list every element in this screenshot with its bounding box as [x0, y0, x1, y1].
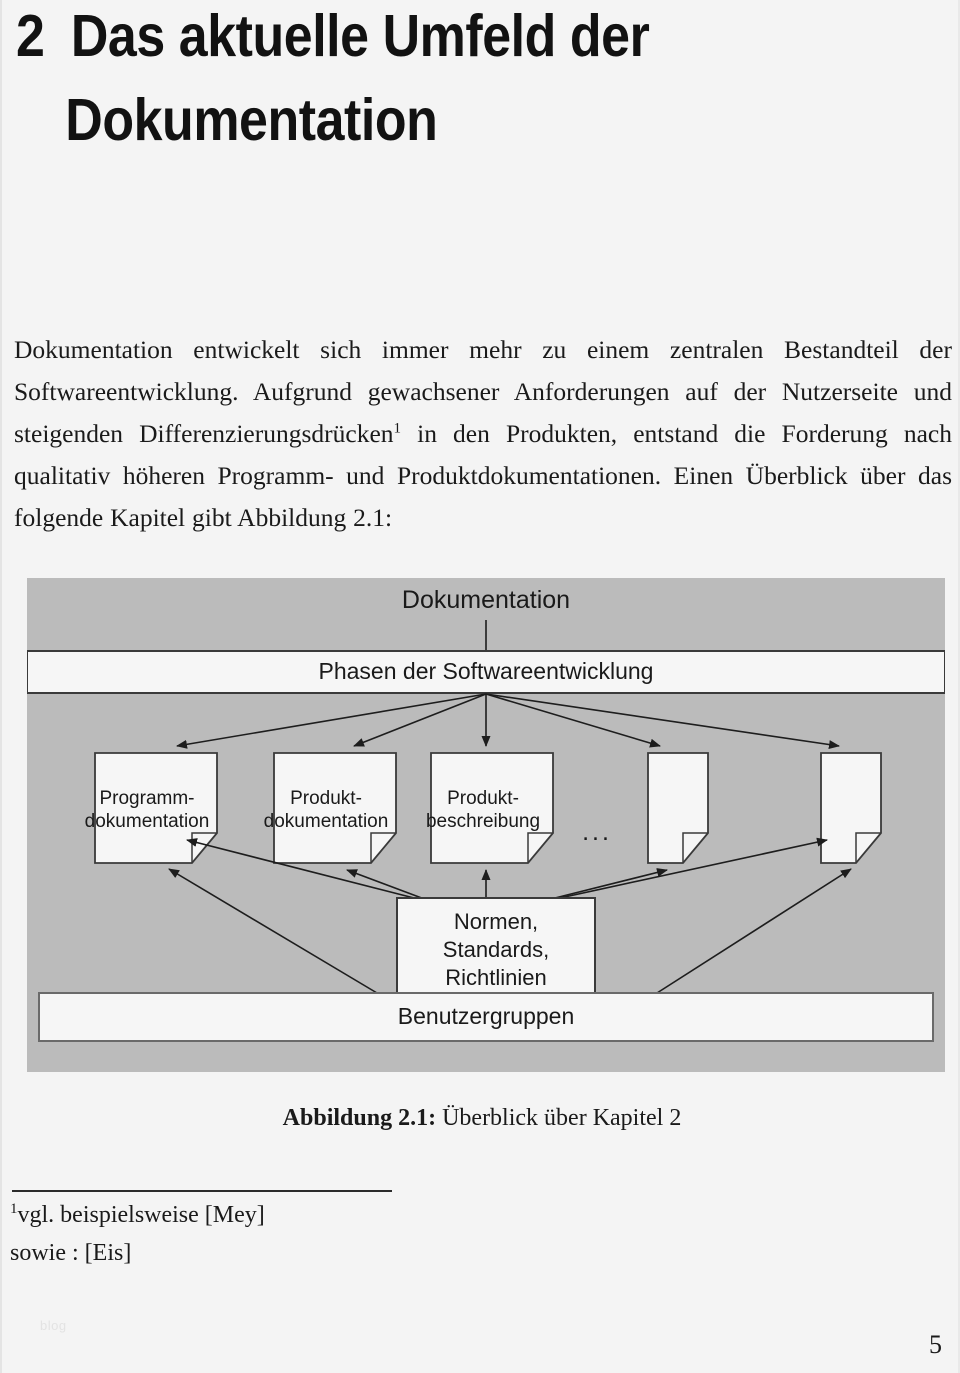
footnote-reference[interactable]: 1	[393, 420, 402, 436]
figure-title: Dokumentation	[402, 586, 570, 614]
footnote-line-2: sowie : [Eis]	[10, 1240, 132, 1266]
document-label-1-line2: dokumentation	[85, 811, 210, 832]
document-shape-2: Produkt- dokumentation	[264, 752, 397, 864]
arrow-usergroups-to-doc-1	[168, 868, 378, 994]
standards-box-line3: Richtlinien	[445, 965, 547, 990]
arrow-phases-to-doc-4	[485, 693, 661, 748]
arrow-standards-to-doc-4	[546, 868, 668, 901]
figure-caption: Abbildung 2.1: Überblick über Kapitel 2	[2, 1105, 958, 1132]
footnote: 1vgl. beispielsweise [Mey] sowie : [Eis]	[10, 1196, 570, 1272]
figure-caption-text: Überblick über Kapitel 2	[436, 1105, 682, 1131]
document-label-1-line1: Programm-	[99, 788, 194, 809]
document-label-3-line1: Produkt-	[447, 788, 519, 809]
figure-overview-chapter-2: Dokumentation Phasen der Softwareentwick…	[27, 578, 945, 1072]
body-paragraph: Dokumentation entwickelt sich immer mehr…	[14, 329, 952, 539]
document-label-2-line1: Produkt-	[290, 788, 362, 809]
arrow-standards-to-doc-1	[186, 838, 415, 899]
document-label-2-line2: dokumentation	[264, 811, 389, 832]
user-groups-label: Benutzergruppen	[398, 1003, 574, 1029]
standards-box-line1: Normen,	[454, 909, 538, 934]
arrow-usergroups-to-doc-5	[656, 868, 852, 994]
paragraph-part-1: Dokumentation entwickelt sich immer mehr…	[14, 334, 952, 448]
arrow-phases-to-doc-2	[353, 693, 487, 747]
footnote-text-1: vgl. beispielsweise [Mey]	[17, 1202, 265, 1228]
standards-box: Normen, Standards, Richtlinien	[396, 897, 596, 995]
chapter-number: 2	[16, 3, 45, 69]
document-shape-3: Produkt- beschreibung	[426, 752, 554, 864]
footnote-separator-rule	[12, 1190, 392, 1192]
footnote-line-1: 1vgl. beispielsweise [Mey]	[10, 1196, 570, 1234]
document-shape-4	[647, 752, 709, 864]
page-number: 5	[929, 1330, 942, 1359]
standards-box-line2: Standards,	[443, 937, 549, 962]
page-title: 2 Das aktuelle Umfeld der Dokumentation	[16, 0, 790, 162]
phases-box	[27, 650, 945, 694]
document-label-3-line2: beschreibung	[426, 811, 540, 832]
chapter-title-line2: Dokumentation	[65, 87, 438, 153]
watermark: blog	[40, 1318, 67, 1333]
arrow-standards-to-doc-5	[559, 837, 828, 899]
documents-ellipsis: ...	[582, 818, 612, 846]
arrow-phases-to-doc-1	[176, 693, 487, 749]
chapter-title-line1: Das aktuelle Umfeld der	[70, 3, 650, 69]
figure-caption-label: Abbildung 2.1:	[282, 1105, 437, 1131]
phases-box-label: Phasen der Softwareentwicklung	[319, 658, 654, 684]
arrow-standards-to-doc-2	[346, 869, 428, 901]
paragraph-part-2: in den Produkten, entstand die Forderung…	[14, 418, 952, 532]
footnote-marker: 1	[10, 1201, 18, 1217]
arrow-phases-to-doc-5	[485, 693, 840, 749]
document-shape-1: Programm- dokumentation	[85, 752, 218, 864]
user-groups-box: Benutzergruppen	[38, 992, 934, 1042]
